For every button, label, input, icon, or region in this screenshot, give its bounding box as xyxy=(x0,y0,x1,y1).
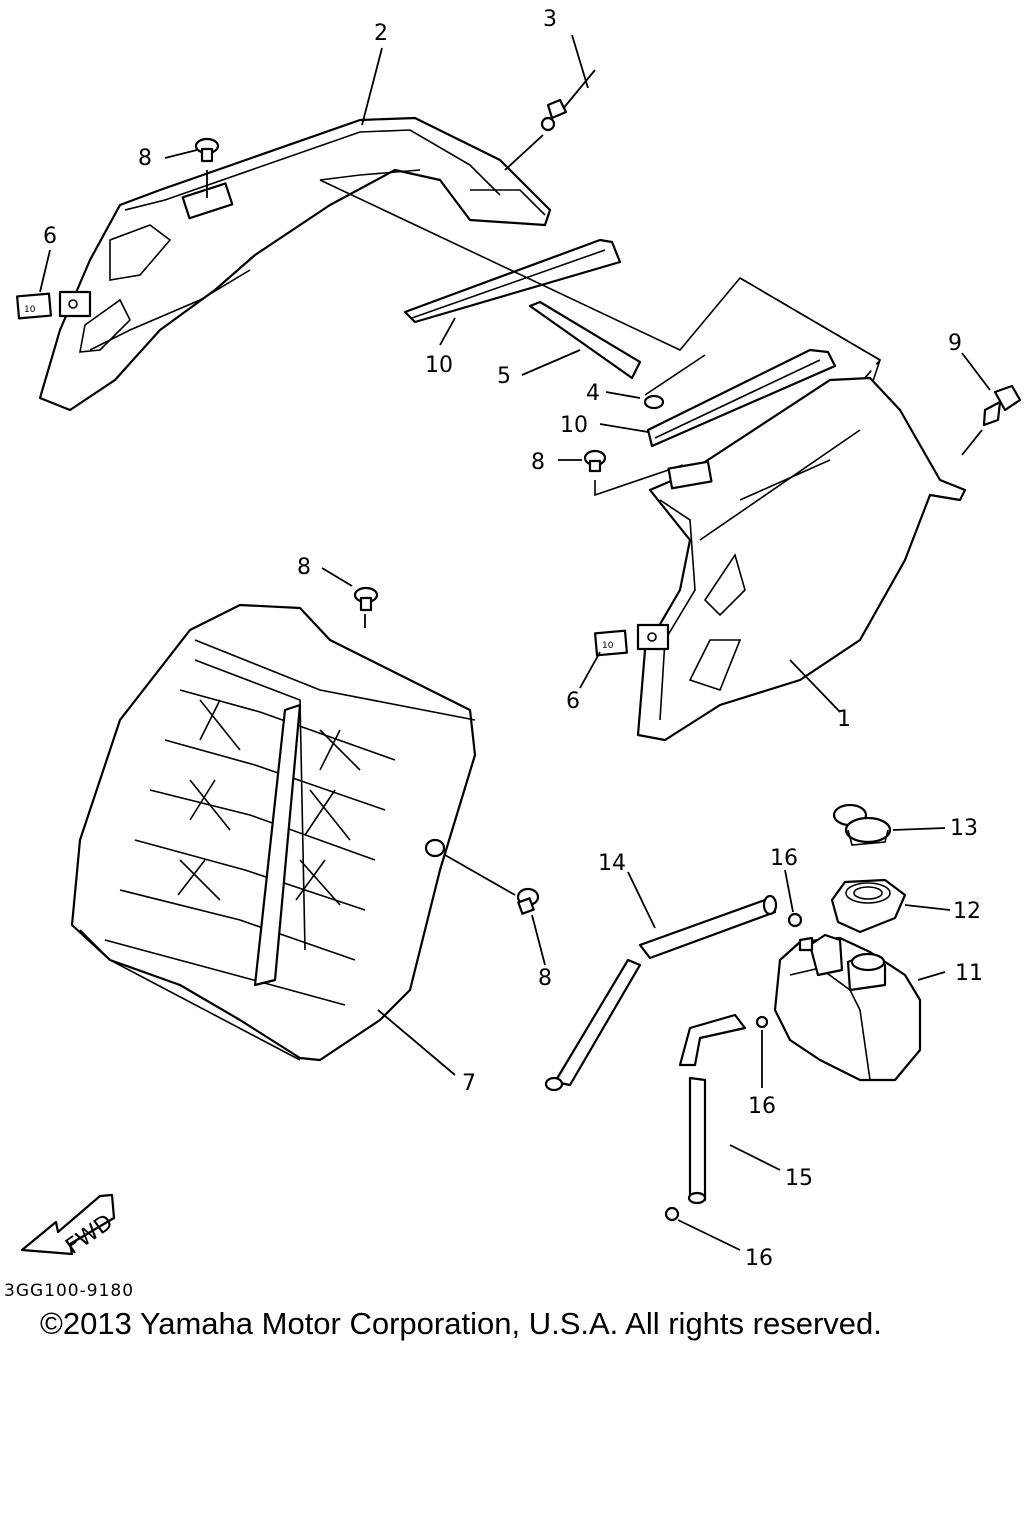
right-side-cover-part-1 xyxy=(636,376,967,742)
callout-5: 5 xyxy=(497,364,511,389)
callout-8: 8 xyxy=(138,146,152,171)
screw-part-8-grille-top xyxy=(353,586,379,628)
callout-13: 13 xyxy=(950,816,978,841)
left-side-cover-part-2 xyxy=(38,116,552,412)
forward-direction-arrow: FWD xyxy=(20,1193,118,1260)
callout-leaders xyxy=(39,34,991,1251)
callout-10: 10 xyxy=(425,353,453,378)
clip-nut-part-6-left: 10 xyxy=(16,290,92,320)
hose-part-15 xyxy=(678,1013,747,1205)
callout-numbers: 2 3 8 6 10 5 4 10 8 9 8 6 1 13 14 16 12 … xyxy=(43,7,983,1271)
rail-part-10-upper xyxy=(403,238,622,324)
filler-neck-part-12 xyxy=(830,878,907,934)
callout-7: 7 xyxy=(462,1071,476,1096)
rail-part-10-lower xyxy=(646,348,837,448)
copyright-notice: ©2013 Yamaha Motor Corporation, U.S.A. A… xyxy=(40,1306,882,1341)
exploded-parts-diagram: 10 xyxy=(16,7,1022,1271)
callout-6: 6 xyxy=(566,689,580,714)
screw-part-8-top xyxy=(194,137,220,198)
reservoir-tank-part-11 xyxy=(773,933,922,1082)
callout-6: 6 xyxy=(43,224,57,249)
callout-9: 9 xyxy=(948,331,962,356)
plug-part-4 xyxy=(643,394,665,410)
screw-part-8-middle xyxy=(583,449,607,473)
callout-10: 10 xyxy=(560,413,588,438)
svg-text:10: 10 xyxy=(602,641,614,651)
hose-clamp-part-16 xyxy=(664,912,803,1222)
rivet-part-3 xyxy=(504,69,596,171)
callout-8: 8 xyxy=(538,966,552,991)
callout-16: 16 xyxy=(748,1094,776,1119)
screw-part-8-grille-side xyxy=(444,854,540,915)
svg-text:10: 10 xyxy=(24,305,36,315)
strip-part-5 xyxy=(528,300,642,380)
clip-nut-part-6-right: 10 xyxy=(593,623,670,657)
callout-2: 2 xyxy=(374,21,388,46)
callout-16: 16 xyxy=(745,1246,773,1271)
callout-8: 8 xyxy=(531,450,545,475)
callout-3: 3 xyxy=(543,7,557,32)
callout-16: 16 xyxy=(770,846,798,871)
callout-8: 8 xyxy=(297,555,311,580)
callout-11: 11 xyxy=(955,961,983,986)
callout-12: 12 xyxy=(953,899,981,924)
grille-slats xyxy=(104,689,396,1006)
drawing-code: 3GG100-9180 xyxy=(4,1281,135,1301)
bolt-part-9 xyxy=(961,384,1022,456)
callout-4: 4 xyxy=(586,381,600,406)
callout-14: 14 xyxy=(598,851,626,876)
hose-part-14 xyxy=(544,894,778,1092)
reservoir-cap-part-13 xyxy=(832,803,892,846)
callout-1: 1 xyxy=(837,707,851,732)
radiator-grille-part-7 xyxy=(70,603,477,1062)
callout-15: 15 xyxy=(785,1166,813,1191)
grille-mesh xyxy=(177,699,361,906)
